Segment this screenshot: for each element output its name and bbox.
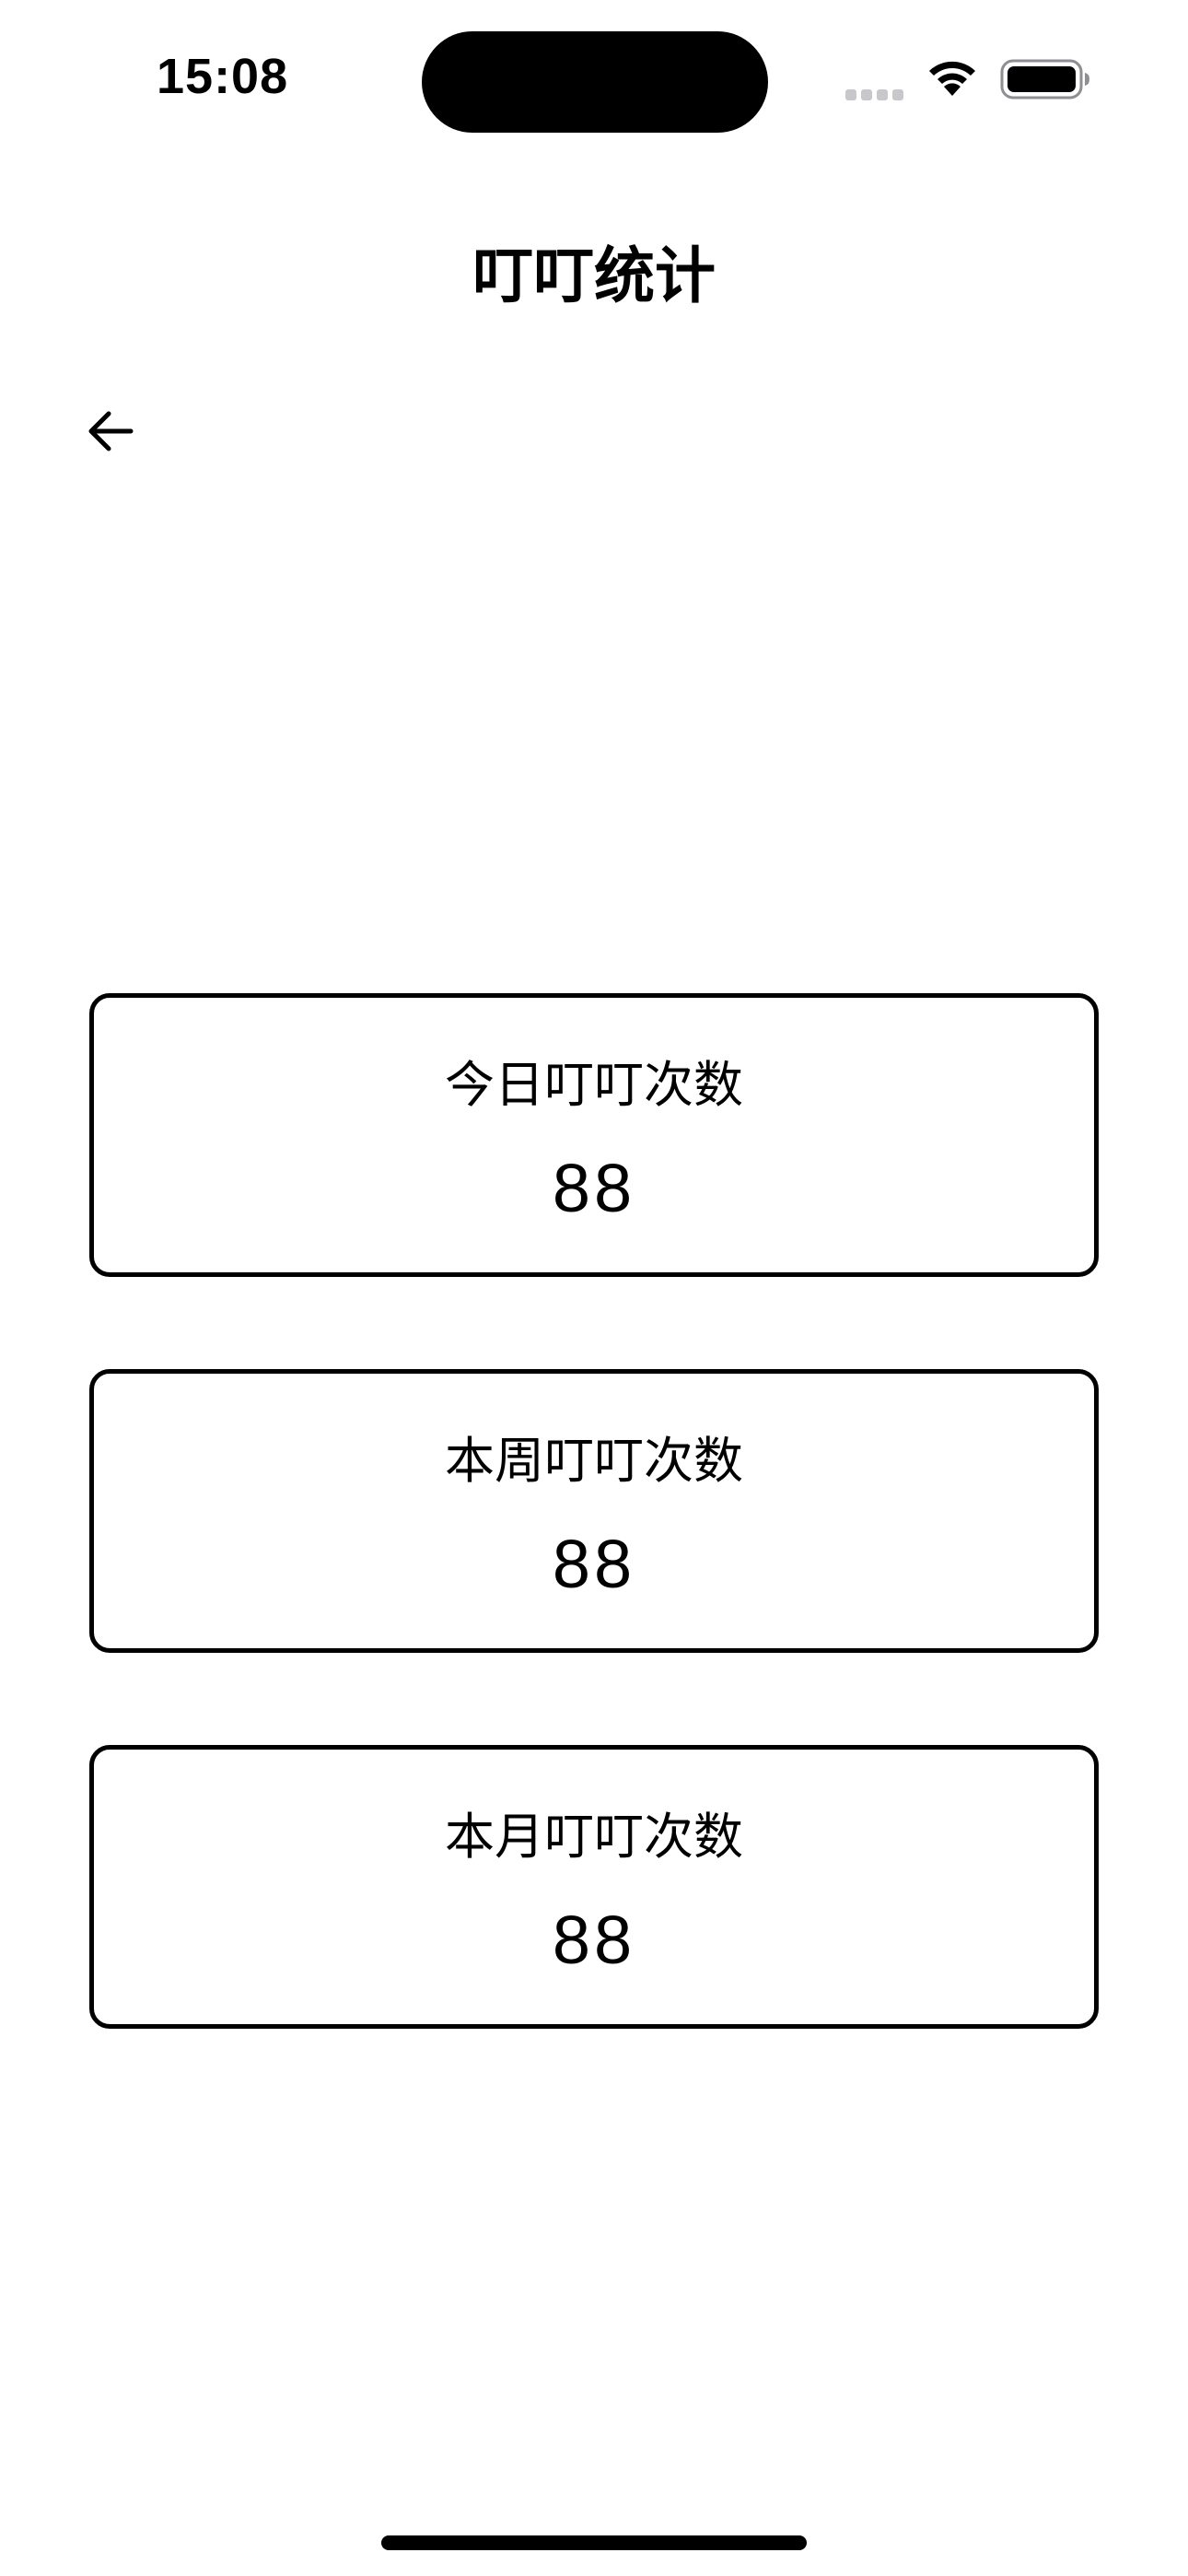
stat-label-week: 本周叮叮次数	[445, 1432, 743, 1490]
wifi-icon	[925, 55, 980, 98]
home-indicator[interactable]	[381, 2535, 807, 2550]
stat-card-week: 本周叮叮次数 88	[89, 1369, 1099, 1653]
status-time: 15:08	[157, 49, 289, 104]
arrow-left-icon	[88, 411, 134, 451]
stat-label-today: 今日叮叮次数	[445, 1056, 743, 1114]
back-button[interactable]	[77, 398, 144, 464]
stat-value-week: 88	[552, 1526, 636, 1602]
battery-icon	[1000, 59, 1090, 100]
page-title: 叮叮统计	[472, 240, 716, 311]
cellular-signal-icon	[845, 87, 904, 100]
stat-card-today: 今日叮叮次数 88	[89, 993, 1099, 1277]
stat-card-month: 本月叮叮次数 88	[89, 1745, 1099, 2029]
stat-label-month: 本月叮叮次数	[445, 1808, 743, 1866]
dynamic-island	[422, 31, 768, 133]
stat-value-today: 88	[552, 1150, 636, 1226]
stat-value-month: 88	[552, 1902, 636, 1978]
status-bar: 15:08	[0, 0, 1188, 166]
